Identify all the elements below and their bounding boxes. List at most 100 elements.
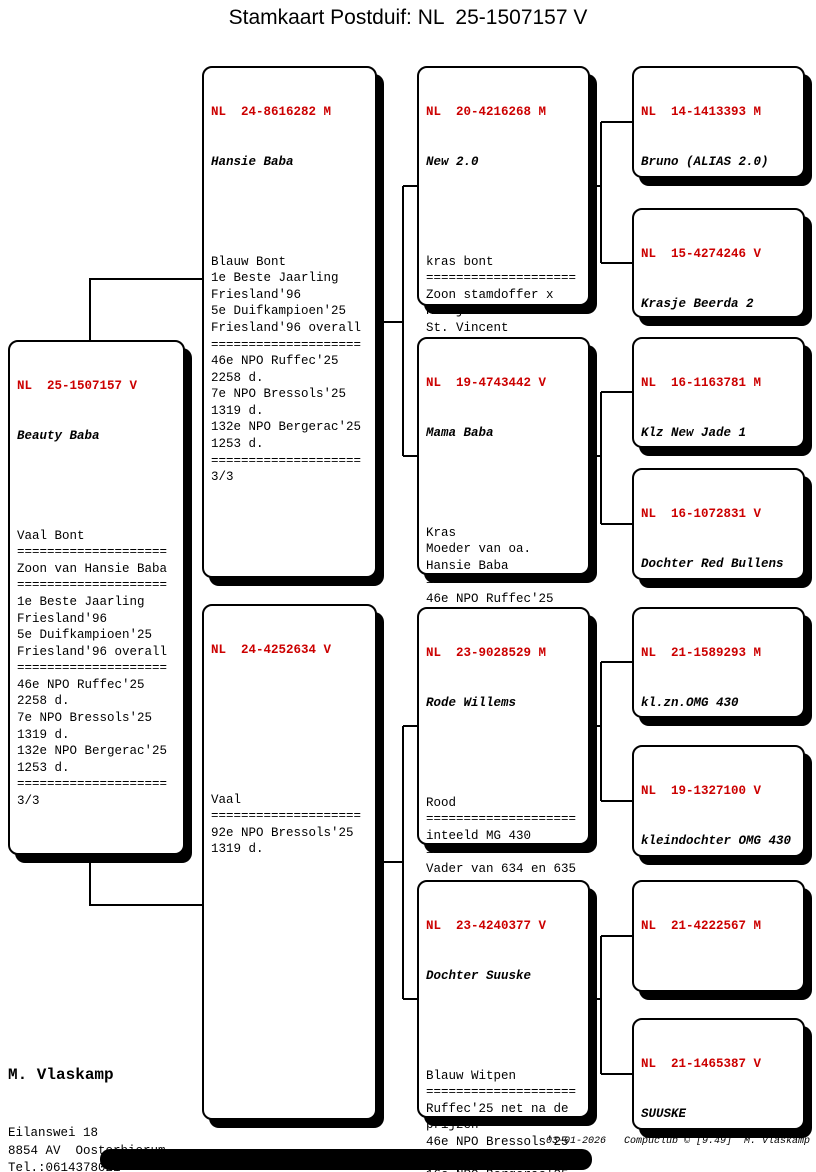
detail-line: 1319 d. (211, 842, 264, 857)
detail-line: Friesland'96 overall (17, 644, 168, 659)
pigeon-name: Klz New Jade 1 (641, 425, 747, 440)
detail-line: Friesland'96 (17, 611, 108, 626)
connector-dam-sire-greats (590, 661, 632, 802)
detail-line: 2258 d. (211, 370, 264, 385)
detail-line: ==================== (17, 661, 168, 676)
pigeon-details: Blauw Witpen ====================Ruffec'2… (426, 1068, 581, 1172)
ring-number: NL 14-1413393 M (641, 105, 762, 120)
pedigree-box-sire-sire-sire: NL 14-1413393 M Bruno (ALIAS 2.0) vaal b… (632, 66, 805, 302)
ring-number: NL 16-1163781 M (641, 376, 762, 391)
ring-number: NL 19-1327100 V (641, 784, 762, 799)
detail-line: ==================== (17, 777, 168, 792)
detail-line: 2258 d. (17, 694, 70, 709)
ring-number: NL 19-4743442 V (426, 376, 547, 391)
ring-number: NL 25-1507157 V (17, 379, 138, 394)
pigeon-name: Dochter Suuske (426, 968, 532, 983)
detail-line: 5e Duifkampioen'25 (211, 304, 347, 319)
detail-line: Kras (426, 525, 457, 540)
detail-line: Friesland'96 (211, 287, 302, 302)
connector-sire-dam-greats (590, 391, 632, 525)
owner-name: M. Vlaskamp (8, 1066, 114, 1084)
owner-address-line: Eilanswei 18 (8, 1126, 99, 1140)
detail-line: ==================== (426, 812, 577, 827)
page-title: Stamkaart Postduif: NL 25-1507157 V (228, 6, 588, 29)
detail-line: ==================== (426, 1085, 577, 1100)
ring-number: NL 24-8616282 M (211, 105, 332, 120)
detail-line: 1319 d. (211, 403, 264, 418)
connector-subject-dam (89, 853, 202, 906)
connector-dam-grandparents (379, 725, 417, 1000)
pigeon-name: kleindochter OMG 430 (641, 833, 792, 848)
pigeon-name (211, 692, 368, 709)
detail-line: inteeld MG 430 (426, 828, 532, 843)
detail-line: Zoon stamdoffer x (426, 287, 554, 302)
detail-line: ==================== (211, 453, 362, 468)
pedigree-box-sire-sire: NL 20-4216268 M New 2.0 kras bont =======… (417, 66, 590, 434)
detail-line: 7e NPO Bressols'25 (211, 387, 347, 402)
pedigree-box-dam-dam-dam: NL 21-1465387 V SUUSKE kras=============… (632, 1018, 805, 1130)
detail-line: 46e NPO Ruffec'25 (211, 354, 339, 369)
ring-number: NL 15-4274246 V (641, 247, 762, 262)
pedigree-box-sire-dam-sire: NL 16-1163781 M Klz New Jade 1 Blauw Wit… (632, 337, 805, 573)
pigeon-subname (211, 204, 368, 221)
connector-subject-sire (89, 278, 202, 341)
pedigree-box-dam-sire-dam: NL 19-1327100 V kleindochter OMG 430 jel… (632, 745, 805, 981)
pigeon-name: Krasje Beerda 2 (641, 296, 754, 311)
detail-line: Blauw Bont (211, 254, 287, 269)
detail-line: 7e NPO Bressols'25 (17, 711, 153, 726)
pigeon-subname (426, 745, 581, 762)
detail-line: ==================== (426, 271, 577, 286)
detail-line: 1e Beste Jaarling (17, 594, 145, 609)
detail-line: ==================== (17, 545, 168, 560)
pigeon-details: Vaal Bont====================Zoon van Ha… (17, 528, 176, 810)
detail-line: Blauw Witpen (426, 1068, 517, 1083)
detail-line: Vaal (211, 792, 242, 807)
detail-line: Krasje Beerda 6e NPO (426, 304, 577, 319)
pigeon-subname (426, 204, 581, 221)
detail-line: ==================== (17, 578, 168, 593)
connector-sire-sire-greats (590, 121, 632, 264)
detail-line: 132e NPO Bergerac'25 (211, 420, 362, 435)
pigeon-name: kl.zn.OMG 430 (641, 695, 739, 710)
ring-number: NL 23-4240377 V (426, 919, 547, 934)
ring-number: NL 21-1589293 M (641, 646, 762, 661)
detail-line: 46e NPO Ruffec'25 (17, 677, 145, 692)
detail-line: 46e NPO Ruffec'25 (426, 591, 554, 606)
pedigree-box-dam-sire-sire: NL 21-1589293 M kl.zn.OMG 430 jellema*be… (632, 607, 805, 826)
pigeon-name: Bruno (ALIAS 2.0) (641, 154, 769, 169)
pigeon-name: New 2.0 (426, 154, 479, 169)
ring-number: NL 16-1072831 V (641, 507, 762, 522)
pigeon-subname (641, 1156, 796, 1172)
connector-sire-grandparents (379, 185, 417, 457)
pigeon-subname (426, 1018, 581, 1035)
detail-line: ==================== (426, 845, 577, 860)
detail-line: 3/3 (17, 794, 40, 809)
pedigree-box-subject: NL 25-1507157 V Beauty Baba Vaal Bont===… (8, 340, 185, 855)
pigeon-name (641, 968, 796, 985)
pigeon-details: Vaal====================92e NPO Bressols… (211, 792, 368, 858)
detail-line: 132e NPO Bergerac'25 (17, 744, 168, 759)
detail-line: 46e NPO Bressols'25 (426, 1134, 569, 1149)
ring-number: NL 20-4216268 M (426, 105, 547, 120)
ring-number: NL 23-9028529 M (426, 646, 547, 661)
detail-line: 3/3 (211, 470, 234, 485)
detail-line: kras bont (426, 254, 494, 269)
bottom-edge-bar (100, 1149, 592, 1170)
pigeon-name: Rode Willems (426, 695, 517, 710)
detail-line: ==================== (211, 337, 362, 352)
detail-line: 1253 d. (17, 760, 70, 775)
pigeon-subname (211, 742, 368, 759)
detail-line: 92e NPO Bressols'25 (211, 825, 354, 840)
pigeon-name: SUUSKE (641, 1106, 687, 1121)
detail-line: 5e Duifkampioen'25 (17, 628, 153, 643)
detail-line: Ruffec'25 net na de (426, 1101, 569, 1116)
ring-number: NL 21-1465387 V (641, 1057, 762, 1072)
detail-line: Hansie Baba (426, 558, 509, 573)
detail-line: 16e NPO Bergerac'25 (426, 1167, 581, 1172)
detail-line: 1253 d. (211, 437, 264, 452)
detail-line: Zoon van Hansie Baba (17, 561, 168, 576)
